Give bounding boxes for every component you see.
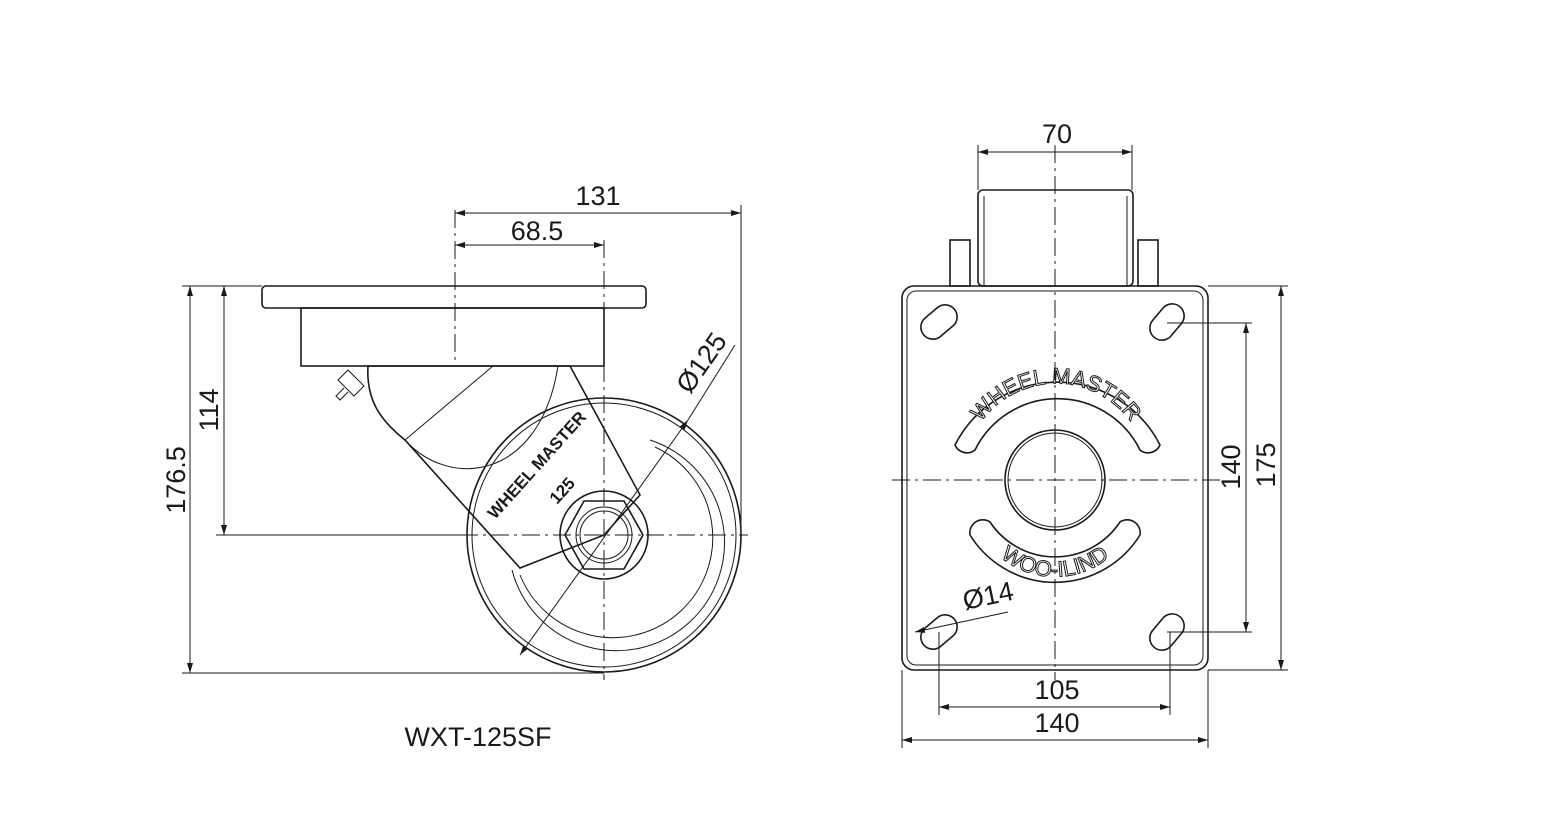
mounting-hole [920,614,958,650]
side-tab-right [1137,239,1159,287]
model-label: WXT-125SF [404,722,551,752]
mounting-hole [1149,303,1185,341]
dim-70: 70 [1042,119,1072,149]
top-view: WHEEL MASTER WOO-ILIND 70 140 175 105 14… [892,119,1288,748]
dim-68-5: 68.5 [511,216,564,246]
dim-176-5: 176.5 [161,446,191,514]
mount-block [300,307,605,367]
mounting-hole [1149,613,1185,651]
dim-131: 131 [575,181,620,211]
side-tab-left [949,239,971,287]
dim-114: 114 [194,388,224,431]
fork-leg [367,365,641,569]
dim-hole-diameter: Ø14 [960,576,1016,616]
emboss-top-text: WHEEL MASTER [966,363,1147,425]
mounting-hole [920,304,958,340]
grease-nipple [335,369,365,401]
fork-text: WHEEL MASTER [484,408,590,523]
dim-105: 105 [1034,675,1079,705]
dim-140-horizontal: 140 [1034,708,1079,738]
dim-140-vertical: 140 [1216,444,1246,489]
dim-175: 175 [1251,442,1281,487]
top-plate [261,285,647,309]
emboss-bottom-badge [969,519,1141,584]
side-view: WHEEL MASTER 125 131 68.5 176.5 114 Ø125… [161,181,748,752]
mounting-holes [920,303,1185,651]
emboss-top-badge [954,381,1161,454]
